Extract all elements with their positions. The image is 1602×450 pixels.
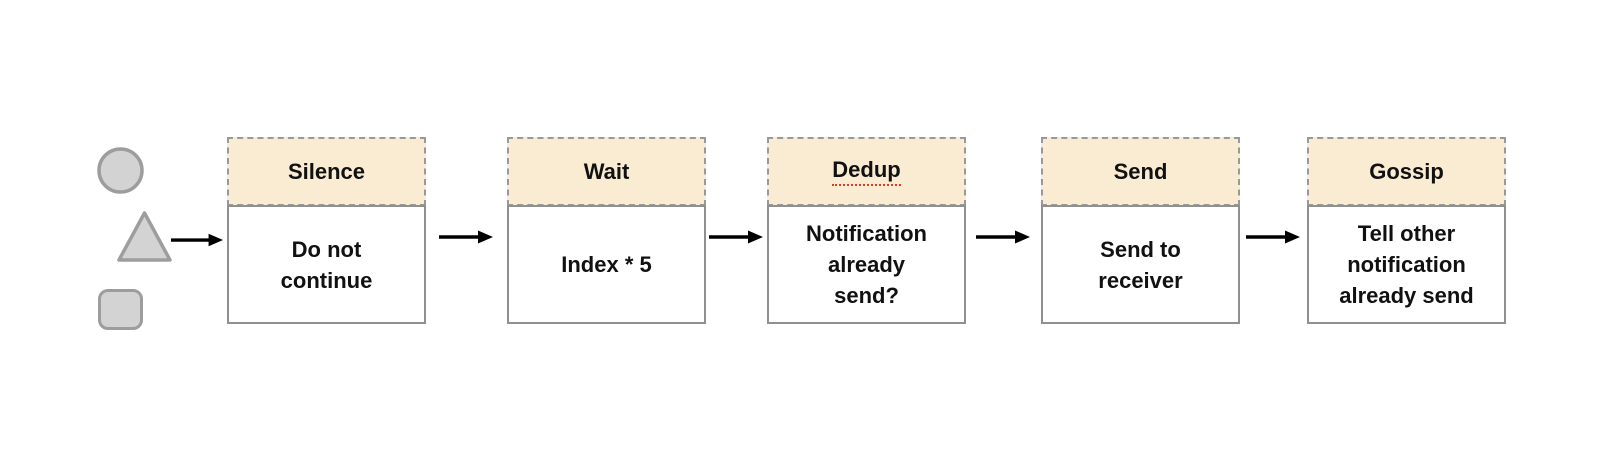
stage-description: Tell other notification already send (1339, 221, 1474, 308)
stage-header: Dedup (767, 137, 966, 206)
stage-send: Send Send to receiver (1041, 137, 1240, 324)
stage-description: Send to receiver (1098, 236, 1183, 293)
flow-arrow-icon (439, 230, 493, 244)
stage-title: Wait (583, 158, 630, 184)
circle-shape-icon (97, 147, 144, 194)
stage-title: Gossip (1369, 158, 1444, 184)
stage-header: Send (1041, 137, 1240, 206)
stage-header: Wait (507, 137, 706, 206)
stage-body: Tell other notification already send (1307, 205, 1506, 324)
flow-arrow-icon (1246, 230, 1300, 244)
stage-body: Send to receiver (1041, 205, 1240, 324)
rounded-square-shape-icon (98, 289, 143, 330)
stage-dedup: Dedup Notification already send? (767, 137, 966, 324)
stage-header: Silence (227, 137, 426, 206)
flow-arrow-icon (976, 230, 1030, 244)
triangle-shape-icon (117, 211, 172, 262)
stage-description: Notification already send? (806, 221, 927, 308)
stage-body: Notification already send? (767, 205, 966, 324)
stage-header: Gossip (1307, 137, 1506, 206)
stage-silence: Silence Do not continue (227, 137, 426, 324)
stage-title: Send (1113, 158, 1168, 184)
stage-wait: Wait Index * 5 (507, 137, 706, 324)
flow-arrow-icon (170, 233, 224, 247)
stage-description: Index * 5 (561, 252, 652, 277)
stage-description: Do not continue (280, 236, 373, 293)
stage-body: Index * 5 (507, 205, 706, 324)
flow-arrow-icon (709, 230, 763, 244)
stage-gossip: Gossip Tell other notification already s… (1307, 137, 1506, 324)
stage-body: Do not continue (227, 205, 426, 324)
stage-title: Silence (287, 158, 366, 184)
stage-title: Dedup (832, 157, 901, 186)
